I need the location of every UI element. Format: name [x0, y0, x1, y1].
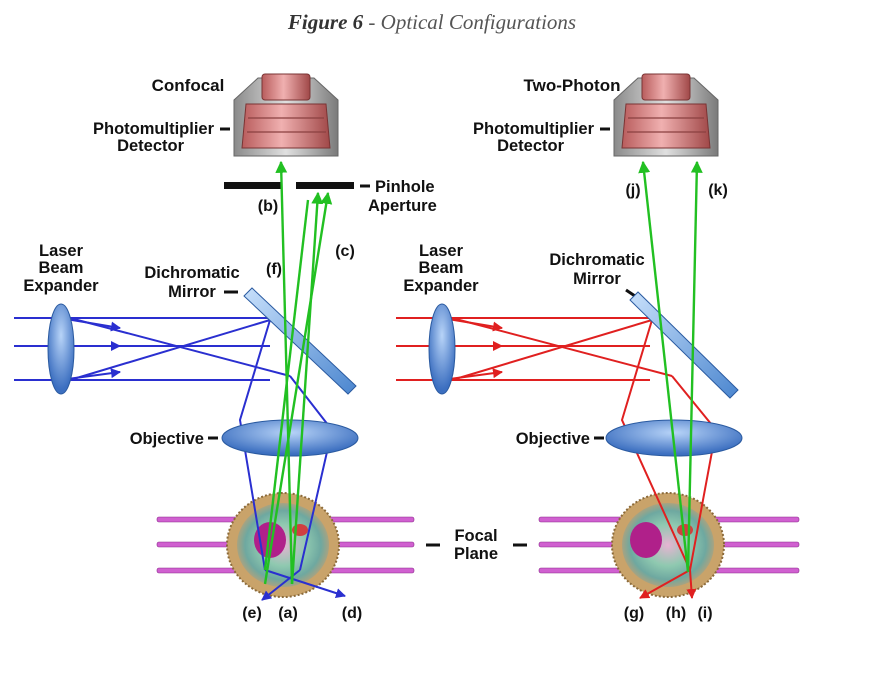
confocal-mirror-label-line2: Mirror — [168, 283, 216, 301]
confocal-panel: Confocal Photomultiplier Detector Pinhol… — [14, 73, 437, 622]
confocal-objective-label: Objective — [130, 430, 204, 448]
label-i: (i) — [697, 605, 712, 622]
confocal-detector-label-line1: Photomultiplier — [93, 120, 215, 138]
label-k: (k) — [708, 182, 728, 199]
focal-plane-label-line1: Focal — [454, 527, 497, 545]
two-photon-emission-beams — [638, 160, 703, 573]
pinhole-label-line2: Aperture — [368, 197, 437, 215]
two-photon-detector-label-line2: Detector — [497, 137, 565, 155]
label-e: (e) — [242, 605, 262, 622]
confocal-detector-icon — [233, 73, 339, 157]
figure-title-separator: - — [363, 10, 381, 34]
confocal-expander-label-line1: Laser — [39, 242, 84, 260]
label-f: (f) — [266, 261, 282, 278]
label-d: (d) — [342, 605, 362, 622]
focal-plane-label-group: Focal Plane — [426, 527, 527, 563]
two-photon-mirror-label-line2: Mirror — [573, 270, 621, 288]
two-photon-panel: Two-Photon Photomultiplier Detector Lase… — [396, 73, 800, 622]
figure-title: Figure 6 - Optical Configurations — [287, 10, 576, 34]
two-photon-detector-icon — [613, 73, 719, 157]
confocal-expander-label-line2: Beam — [39, 259, 84, 277]
confocal-dichromatic-mirror-icon — [243, 287, 357, 395]
focal-plane-label-line2: Plane — [454, 545, 498, 563]
pinhole-left-plate — [224, 182, 282, 189]
two-photon-expander-label-line2: Beam — [419, 259, 464, 277]
figure-caption: Optical Configurations — [381, 10, 576, 34]
confocal-heading: Confocal — [152, 76, 225, 95]
pinhole-label-line1: Pinhole — [375, 178, 435, 196]
figure-number: Figure 6 — [287, 10, 364, 34]
confocal-expander-label-line3: Expander — [23, 277, 99, 295]
confocal-emission-beams — [263, 160, 333, 585]
two-photon-specimen-cell-icon — [611, 492, 725, 598]
two-photon-expander-label-line1: Laser — [419, 242, 464, 260]
confocal-objective-lens-icon — [221, 419, 359, 457]
confocal-detector-label-line2: Detector — [117, 137, 185, 155]
two-photon-mirror-label-line1: Dichromatic — [549, 251, 644, 269]
label-b: (b) — [258, 198, 278, 215]
confocal-expander-lens-icon — [47, 303, 75, 395]
confocal-mirror-label-line1: Dichromatic — [144, 264, 239, 282]
two-photon-heading: Two-Photon — [524, 76, 621, 95]
pinhole-right-plate — [296, 182, 354, 189]
label-h: (h) — [666, 605, 686, 622]
label-g: (g) — [624, 605, 644, 622]
two-photon-objective-label: Objective — [516, 430, 590, 448]
two-photon-expander-label-line3: Expander — [403, 277, 479, 295]
two-photon-expander-lens-icon — [428, 303, 456, 395]
label-c: (c) — [335, 243, 355, 260]
label-j: (j) — [625, 182, 640, 199]
two-photon-detector-label-line1: Photomultiplier — [473, 120, 595, 138]
confocal-specimen-cell-icon — [226, 492, 340, 598]
label-a: (a) — [278, 605, 298, 622]
two-photon-dichromatic-mirror-icon — [629, 291, 739, 399]
